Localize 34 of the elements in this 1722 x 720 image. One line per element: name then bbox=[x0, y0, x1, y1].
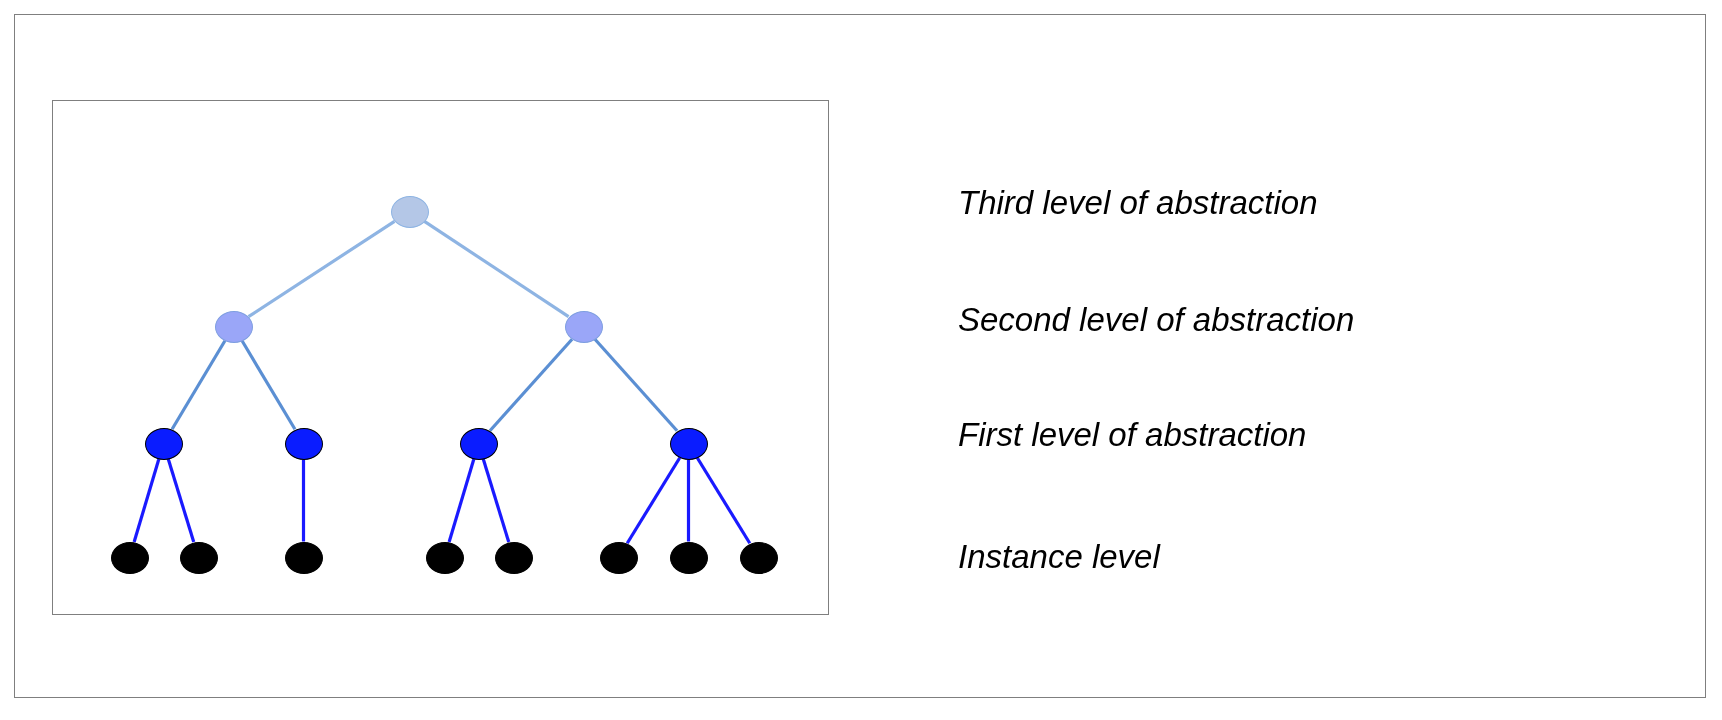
tree-node-ellipse bbox=[669, 541, 708, 574]
tree-node-ellipse bbox=[179, 541, 218, 574]
tree-node-ellipse bbox=[494, 541, 533, 574]
frame-box bbox=[52, 100, 829, 615]
tree-branch-line bbox=[240, 339, 297, 431]
tree-node-ellipse bbox=[144, 427, 183, 460]
tree-node-ellipse bbox=[739, 541, 778, 574]
level-label: First level of abstraction bbox=[958, 415, 1307, 455]
level-label: Second level of abstraction bbox=[958, 300, 1355, 340]
tree-branch-line bbox=[166, 458, 196, 543]
tree-node-ellipse bbox=[425, 541, 464, 574]
tree-branch-line bbox=[423, 220, 570, 318]
tree-branch-line bbox=[686, 459, 691, 542]
tree-branch-line bbox=[695, 456, 752, 545]
tree-branch-line bbox=[170, 339, 227, 431]
tree-branch-line bbox=[247, 219, 396, 319]
tree-node-ellipse bbox=[110, 541, 149, 574]
tree-node-ellipse bbox=[459, 427, 498, 460]
tree-branch-line bbox=[488, 338, 574, 432]
tree-branch-line bbox=[625, 456, 682, 545]
level-label: Instance level bbox=[958, 537, 1160, 577]
tree-node-ellipse bbox=[669, 427, 708, 460]
tree-node-ellipse bbox=[284, 541, 323, 574]
tree-node-ellipse bbox=[390, 195, 429, 228]
tree-node-ellipse bbox=[284, 427, 323, 460]
tree-node-ellipse bbox=[599, 541, 638, 574]
tree-branch-line bbox=[132, 458, 161, 543]
level-label: Third level of abstraction bbox=[958, 183, 1318, 223]
tree-branch-line bbox=[593, 338, 679, 432]
tree-node-ellipse bbox=[214, 310, 253, 343]
tree-branch-line bbox=[481, 458, 511, 543]
tree-branch-line bbox=[301, 459, 306, 542]
tree-branch-line bbox=[447, 458, 476, 543]
tree-node-ellipse bbox=[564, 310, 603, 343]
